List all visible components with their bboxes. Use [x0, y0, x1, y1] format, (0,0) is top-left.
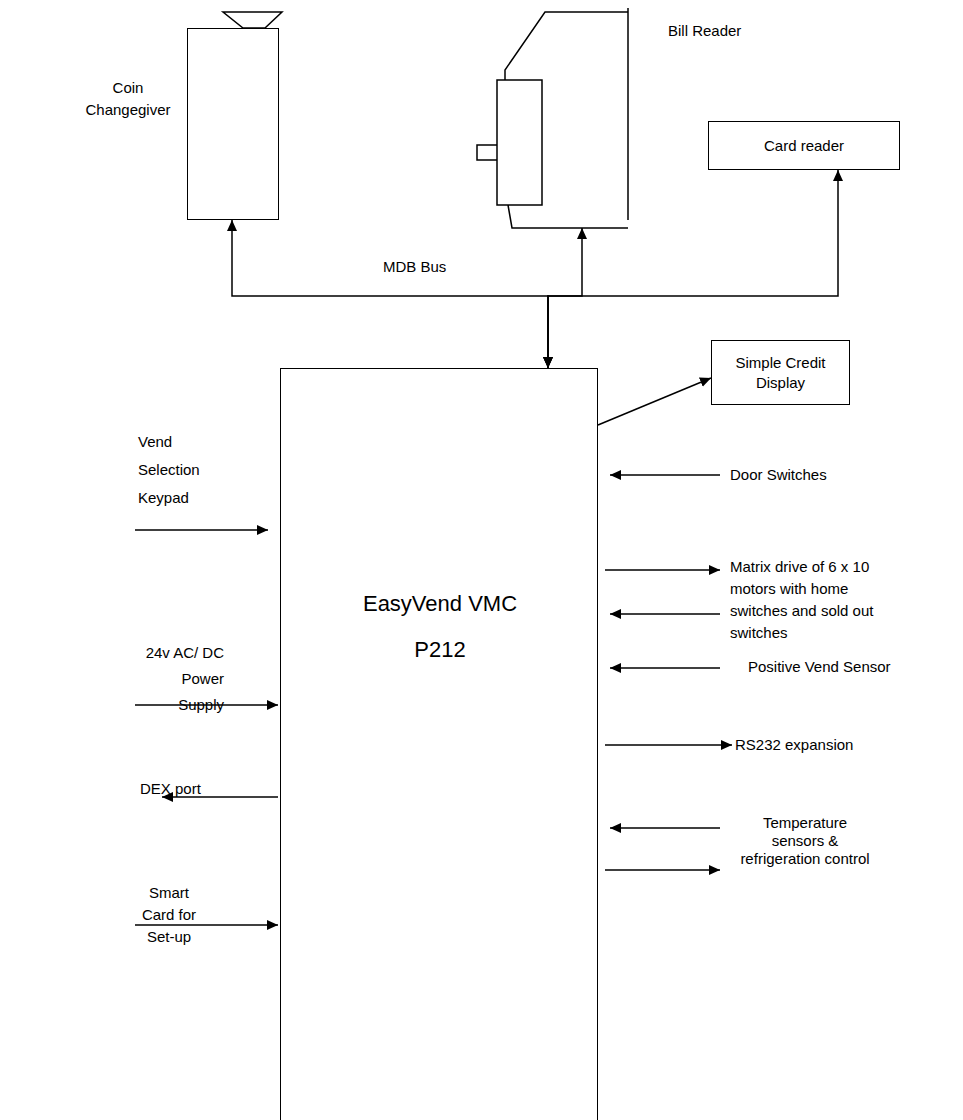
vmc-text: P212	[281, 637, 599, 663]
coin-changegiver-text: Coin Changegiver	[78, 77, 178, 121]
input-label: 24v AC/ DC Power Supply	[138, 640, 224, 718]
vmc-text: EasyVend VMC	[281, 591, 599, 617]
connector	[598, 378, 711, 425]
bill-reader-outline	[477, 8, 628, 228]
input-label: Door Switches	[730, 466, 827, 484]
input-label: Positive Vend Sensor	[748, 658, 891, 676]
connector	[548, 228, 582, 368]
bill-reader-outline	[477, 8, 630, 230]
rs232-arrow	[605, 744, 732, 746]
keypad-arrow	[135, 529, 268, 531]
connector	[232, 220, 548, 368]
bill-reader-box: Bill Reader	[477, 8, 630, 230]
output-label: RS232 expansion	[735, 736, 853, 754]
credit-display-text: Simple Credit Display	[725, 353, 837, 393]
bill-reader-text: Bill Reader	[668, 22, 778, 40]
temp-in-arrow	[610, 827, 720, 829]
io-label: Temperature sensors & refrigeration cont…	[740, 814, 870, 868]
matrix-out-arrow	[605, 569, 720, 571]
output-label: DEX port	[140, 780, 201, 798]
coin-changegiver-box: Coin Changegiver	[187, 28, 279, 220]
input-label: Smart Card for Set-up	[133, 882, 205, 948]
temp-out-arrow	[605, 869, 720, 871]
coin-funnel	[223, 12, 282, 28]
matrix-in-arrow	[610, 613, 720, 615]
smartcard-arrow	[135, 924, 278, 926]
credit-display-box: Simple Credit Display	[711, 340, 850, 405]
bus-label: MDB Bus	[383, 258, 446, 276]
card-reader-box: Card reader	[708, 121, 900, 170]
connector	[548, 170, 838, 368]
vmc-box: EasyVend VMC P212	[280, 368, 598, 1120]
input-label: Vend Selection Keypad	[138, 428, 218, 512]
card-reader-text: Card reader	[764, 137, 844, 155]
sensor-arrow	[610, 667, 720, 669]
io-label: Matrix drive of 6 x 10 motors with home …	[730, 556, 895, 644]
door-arrow	[610, 474, 720, 476]
